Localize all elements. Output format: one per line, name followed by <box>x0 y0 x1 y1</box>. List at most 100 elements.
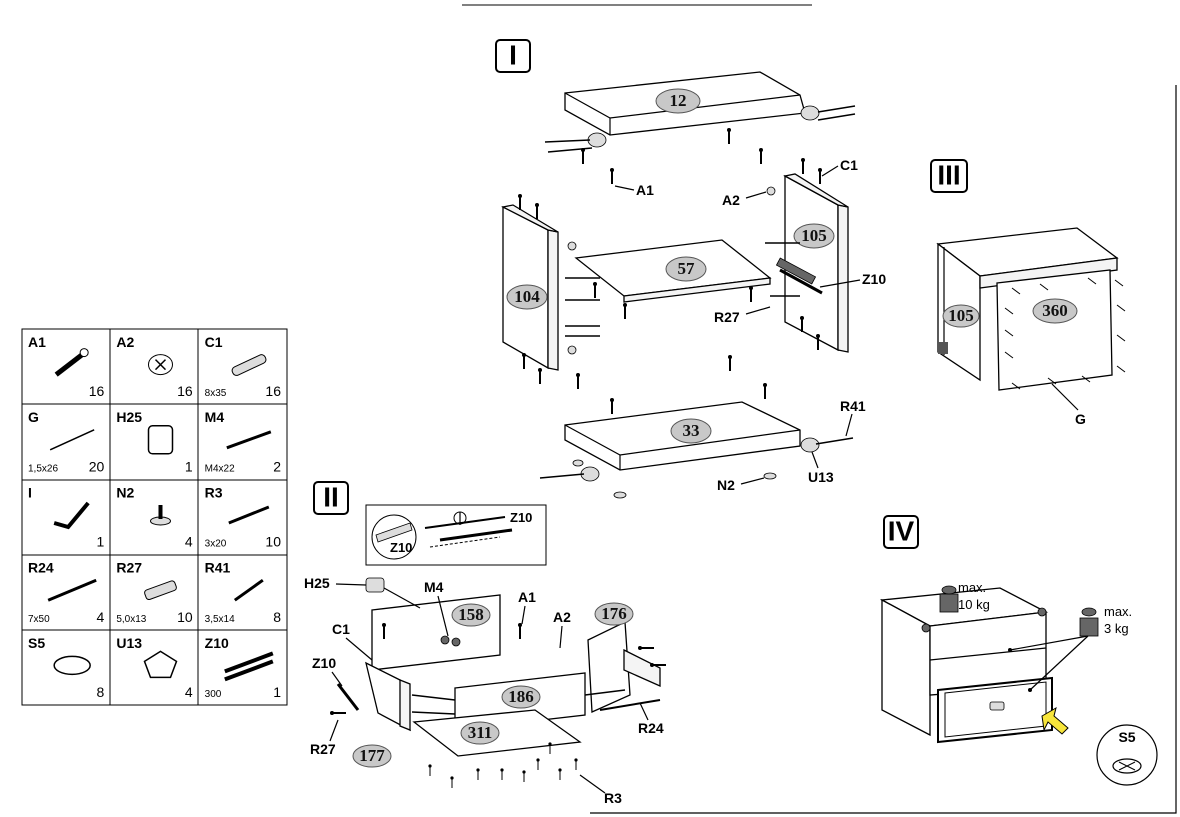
dowel-icon <box>231 354 267 376</box>
panel-104-label: 104 <box>514 287 540 306</box>
step-4-box <box>883 515 919 549</box>
part-spec: 1,5x26 <box>28 463 58 474</box>
wood-screw-icon <box>228 505 270 525</box>
callout-z10-detail-a: Z10 <box>510 510 532 525</box>
part-code: N2 <box>116 484 134 500</box>
panel-57-label: 57 <box>678 259 696 278</box>
panel-360-label: 360 <box>1042 301 1068 320</box>
part-qty: 10 <box>265 534 281 550</box>
panel-105-label: 105 <box>801 226 827 245</box>
callout-z10-step2: Z10 <box>312 655 336 671</box>
panel-176-label: 176 <box>601 604 627 623</box>
step-2-label: II <box>323 481 339 512</box>
part-code: M4 <box>205 409 225 425</box>
panel-105b-label: 105 <box>948 306 974 325</box>
part-qty: 4 <box>185 534 193 550</box>
part-cell-a1: A1 16 <box>28 334 105 399</box>
machine-screw-icon <box>226 430 272 450</box>
back-panel-360 <box>996 269 1113 391</box>
top-load-value: 10 kg <box>958 597 990 612</box>
callout-h25: H25 <box>304 575 330 591</box>
allen-key-icon <box>53 501 90 530</box>
part-qty: 1 <box>97 534 105 550</box>
part-qty: 20 <box>89 458 105 474</box>
panel-186-label: 186 <box>508 687 534 706</box>
part-spec: 5,0x13 <box>116 614 146 625</box>
part-spec: 3,5x14 <box>205 614 235 625</box>
part-qty: 8 <box>97 684 105 700</box>
part-qty: 8 <box>273 609 281 625</box>
hanger-bracket-icon <box>147 425 174 455</box>
part-spec: 3x20 <box>205 539 227 550</box>
page-border <box>590 85 1177 814</box>
part-qty: 1 <box>185 458 193 474</box>
euro-screw-icon <box>144 580 177 601</box>
panel-12-label: 12 <box>670 91 687 110</box>
step-1-box <box>495 39 531 73</box>
panel-12: 12 <box>544 71 856 185</box>
part-code: G <box>28 409 39 425</box>
callout-r27-step2: R27 <box>310 741 336 757</box>
part-qty: 16 <box>89 383 105 399</box>
part-code: R41 <box>205 560 231 576</box>
part-code: U13 <box>116 635 142 651</box>
part-spec: 300 <box>205 689 222 700</box>
part-cell-s5: S5 8 <box>28 635 105 700</box>
part-qty: 16 <box>265 383 281 399</box>
part-code: C1 <box>205 334 223 350</box>
part-code: S5 <box>28 635 45 651</box>
cam-bolt-icon <box>54 348 89 377</box>
s5-detail-circle <box>1096 724 1158 786</box>
panel-158-label: 158 <box>458 605 484 624</box>
drawer-handle <box>989 701 1005 711</box>
small-screw-icon <box>233 578 264 602</box>
callout-r41: R41 <box>840 398 866 414</box>
part-cell-c1: C1 8x35 16 <box>205 334 282 399</box>
part-cell-i: I1 <box>28 484 105 549</box>
callout-z10: Z10 <box>862 271 886 287</box>
drawer-runner-icon <box>224 651 274 682</box>
part-code: R3 <box>205 484 223 500</box>
part-spec: 7x50 <box>28 614 50 625</box>
part-spec: 8x35 <box>205 388 227 399</box>
part-code: H25 <box>116 409 142 425</box>
shelf-load-max: max. <box>1104 604 1132 619</box>
callout-r24: R24 <box>638 720 664 736</box>
callout-m4: M4 <box>424 579 444 595</box>
long-screw-icon <box>47 578 97 602</box>
push-arrow-icon <box>1041 706 1069 735</box>
callout-r27: R27 <box>714 309 740 325</box>
step-3-box <box>930 159 968 193</box>
part-qty: 1 <box>273 684 281 700</box>
part-code: R24 <box>28 560 54 576</box>
step-1-label: I <box>509 39 517 70</box>
panel-57: 57 <box>574 239 772 320</box>
part-qty: 4 <box>185 684 193 700</box>
part-cell-r41: R41 3,5x14 8 <box>205 560 282 625</box>
part-code: R27 <box>116 560 142 576</box>
part-cell-n2: N2 4 <box>116 484 193 549</box>
part-qty: 4 <box>97 609 105 625</box>
part-code: A1 <box>28 334 46 350</box>
corner-connector-icon <box>143 650 178 679</box>
weight-10kg-icon <box>939 593 959 613</box>
part-cell-h25: H25 1 <box>116 409 193 474</box>
step-1-group: I 12 104 <box>495 39 886 499</box>
part-qty: 2 <box>273 458 281 474</box>
shelf-load-value: 3 kg <box>1104 621 1129 636</box>
step-3-label: III <box>937 159 960 190</box>
part-cell-u13: U13 4 <box>116 635 193 700</box>
part-cell-r3: R3 3x20 10 <box>205 484 282 549</box>
panel-33-label: 33 <box>683 421 700 440</box>
part-qty: 10 <box>177 609 193 625</box>
part-cell-g: G 1,5x26 20 <box>28 409 105 474</box>
callout-a1: A1 <box>636 182 654 198</box>
callout-n2: N2 <box>717 477 735 493</box>
panel-311-label: 311 <box>468 723 493 742</box>
cam-lock-icon <box>147 354 173 376</box>
part-spec: M4x22 <box>205 463 235 474</box>
